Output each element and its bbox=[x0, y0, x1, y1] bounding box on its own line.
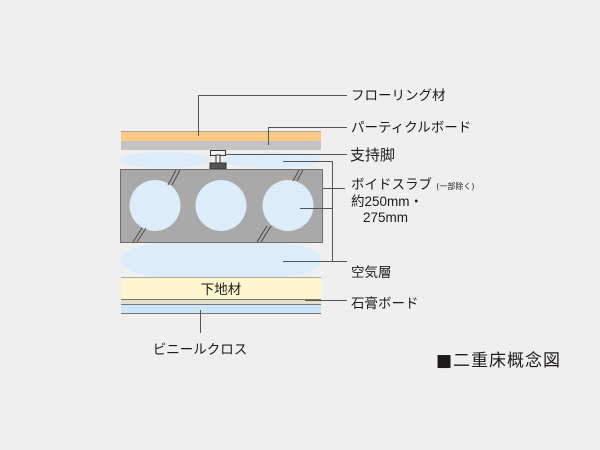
particle-board-layer bbox=[121, 141, 321, 150]
leader-lines bbox=[198, 95, 347, 333]
lower-air-gap bbox=[121, 243, 321, 277]
void-hole bbox=[129, 180, 181, 231]
floor-layers bbox=[121, 131, 321, 150]
flooring-layer bbox=[121, 131, 321, 141]
gypsum-board-layer bbox=[121, 299, 321, 305]
void-slab-thickness-2: 275mm bbox=[363, 210, 408, 225]
break-marks bbox=[132, 169, 304, 243]
particle-board-label: パーティクルボード bbox=[351, 120, 471, 136]
void-slab bbox=[120, 169, 323, 243]
gypsum-board-label: 石膏ボード bbox=[351, 295, 419, 312]
labels: フローリング材 パーティクルボード 支持脚 ボイドスラブ (一部除く) 約250… bbox=[153, 88, 561, 371]
upper-air-gap-right bbox=[224, 152, 322, 168]
diagram-title: ■二重床概念図 bbox=[436, 350, 561, 371]
void-hole bbox=[262, 180, 314, 231]
void-slab-thickness-1: 約250mm・ bbox=[351, 194, 423, 209]
void-hole bbox=[195, 180, 247, 231]
support-leg bbox=[209, 150, 227, 170]
base-material-layer bbox=[121, 277, 321, 299]
ceiling-layers: 下地材 bbox=[121, 277, 321, 314]
base-material-label: 下地材 bbox=[201, 282, 242, 298]
support-leg-label: 支持脚 bbox=[350, 146, 395, 164]
vinyl-cloth-layer bbox=[121, 305, 321, 313]
upper-air-gap-left bbox=[120, 152, 212, 168]
void-slab-name: ボイドスラブ bbox=[351, 176, 432, 193]
vinyl-cloth-label: ビニールクロス bbox=[153, 342, 248, 358]
air-layer-label: 空気層 bbox=[351, 265, 392, 281]
void-slab-note: (一部除く) bbox=[436, 181, 474, 191]
void-slab-label: ボイドスラブ (一部除く) bbox=[351, 176, 475, 193]
flooring-label: フローリング材 bbox=[351, 88, 446, 104]
